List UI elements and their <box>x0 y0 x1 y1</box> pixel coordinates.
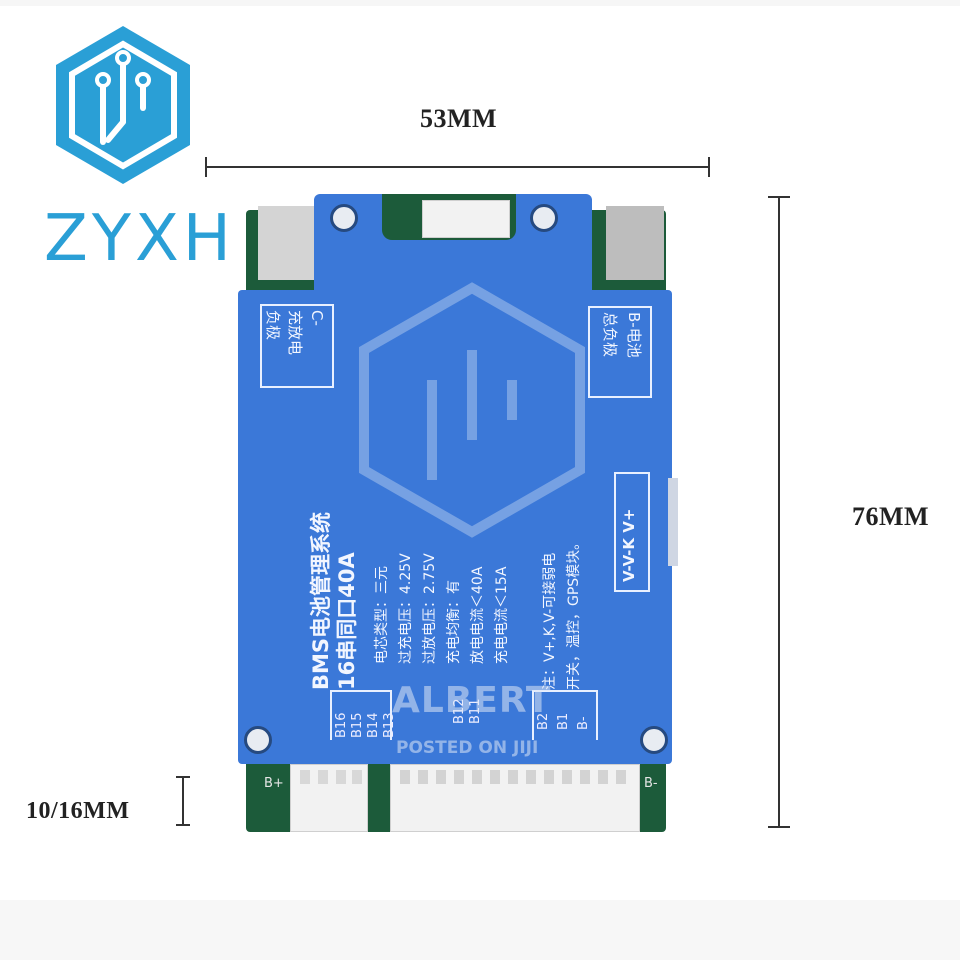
board-note-block: 注：V+,K,V-可接弱电 开关，温控，GPS模块。 <box>538 450 586 690</box>
mounting-hole <box>330 204 358 232</box>
top-middle-connector-face <box>422 200 510 238</box>
spec-line: 过充电压：4.25V <box>398 553 414 664</box>
thickness-dimension-tick-bottom <box>176 824 190 826</box>
watermark-name: ALBERT <box>392 680 552 721</box>
note-line: 开关，温控，GPS模块。 <box>566 535 582 690</box>
side-connector <box>668 478 678 566</box>
mounting-hole <box>244 726 272 754</box>
c-minus-label-line: C- <box>308 310 326 326</box>
port-label-box: V-V-K V+ <box>614 472 650 592</box>
board-title-line: 16串同口40A <box>335 552 359 690</box>
top-strip <box>0 0 960 6</box>
mounting-hole <box>640 726 668 754</box>
connector-pin <box>352 770 362 784</box>
height-dimension-tick-top <box>768 196 790 198</box>
note-line: 注：V+,K,V-可接弱电 <box>542 552 558 690</box>
hexagon-circuit-icon <box>56 26 190 184</box>
board-specs-block: 电芯类型：三元 过充电压：4.25V 过放电压：2.75V 充电均衡：有 放电电… <box>370 464 514 664</box>
pcb-label-b-plus: B+ <box>264 776 284 791</box>
brand-name: ZYXH <box>44 202 235 276</box>
port-label: V-V-K V+ <box>620 508 638 582</box>
spec-line: 过放电压：2.75V <box>422 553 438 664</box>
board-title-line: BMS电池管理系统 <box>309 511 333 690</box>
brand-logo: ZYXH <box>44 22 231 276</box>
watermark-subtext: POSTED ON JIJI <box>396 738 539 758</box>
pcb-label-b-minus: B- <box>644 776 658 791</box>
connector-pin <box>300 770 310 784</box>
thickness-dimension-label: 10/16MM <box>26 798 130 824</box>
spec-line: 电芯类型：三元 <box>374 566 390 664</box>
spec-line: 充电均衡：有 <box>446 580 462 664</box>
blue-cover-main <box>238 290 672 764</box>
spec-line: 放电电流＜40A <box>470 566 486 664</box>
balance-pin-label-b-minus: B- <box>576 716 591 730</box>
balance-pin-label-b1: B1 <box>556 712 571 730</box>
height-dimension-line <box>778 196 780 828</box>
b-minus-label-line: 总负极 <box>601 312 619 358</box>
width-dimension-tick-right <box>708 157 710 177</box>
balance-label-group-left <box>330 690 392 740</box>
spec-line: 充电电流＜15A <box>494 566 510 664</box>
bottom-strip <box>0 900 960 960</box>
connector-pin <box>336 770 346 784</box>
connector-pin <box>318 770 328 784</box>
balance-label-group-right <box>532 690 598 740</box>
b-minus-label-box: B-电池 总负极 <box>588 306 652 398</box>
height-dimension-tick-bottom <box>768 826 790 828</box>
c-minus-label-box: C- 充放电 负极 <box>260 304 334 388</box>
board-title-block: BMS电池管理系统 16串同口40A <box>308 460 360 690</box>
balance-pin-label-b16: B16 <box>334 712 349 738</box>
c-minus-label-line: 负极 <box>264 310 282 341</box>
thickness-dimension-tick-top <box>176 776 190 778</box>
c-minus-label-line: 充放电 <box>286 310 304 356</box>
height-dimension-label: 76MM <box>852 502 930 531</box>
thickness-dimension-line <box>182 776 184 826</box>
right-solder-pad <box>606 206 664 280</box>
width-dimension-line <box>206 166 710 168</box>
width-dimension-tick-left <box>205 157 207 177</box>
left-solder-pad <box>258 206 314 280</box>
large-connector-pin-row <box>400 770 630 784</box>
width-dimension-label: 53MM <box>420 104 498 133</box>
watermark-hexagon-icon <box>359 282 585 538</box>
balance-pin-label-b15: B15 <box>350 712 365 738</box>
balance-pin-label-b14: B14 <box>366 712 381 738</box>
b-minus-label-line: B-电池 <box>625 312 643 358</box>
mounting-hole <box>530 204 558 232</box>
